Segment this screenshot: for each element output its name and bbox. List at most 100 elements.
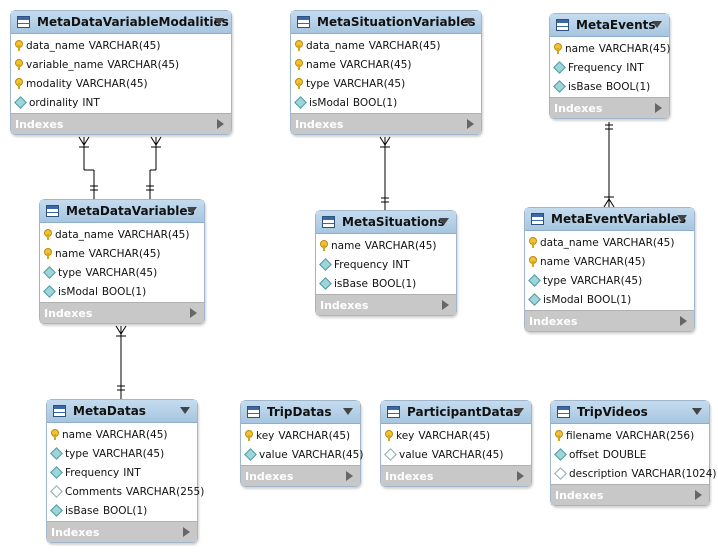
expand-arrow-icon[interactable] xyxy=(346,471,353,481)
column-name: isBase xyxy=(65,504,99,517)
chevron-down-icon[interactable] xyxy=(677,215,687,222)
primary-key-icon xyxy=(555,429,563,442)
connector-segment xyxy=(603,198,610,208)
column-type: VARCHAR(45) xyxy=(602,236,675,249)
table-title: MetaDatas xyxy=(73,404,146,418)
expand-arrow-icon[interactable] xyxy=(467,119,474,129)
expand-arrow-icon[interactable] xyxy=(217,119,224,129)
table-header[interactable]: ParticipantDatas xyxy=(381,401,531,424)
chevron-down-icon[interactable] xyxy=(692,408,702,415)
indexes-label: Indexes xyxy=(51,525,100,539)
indexes-section[interactable]: Indexes xyxy=(551,484,709,505)
chevron-down-icon[interactable] xyxy=(652,21,662,28)
column-icon xyxy=(43,266,56,279)
table-header[interactable]: MetaDataVariableModalities xyxy=(11,11,231,34)
table-header[interactable]: MetaEventVariables xyxy=(525,208,694,231)
indexes-label: Indexes xyxy=(555,488,604,502)
expand-arrow-icon[interactable] xyxy=(183,527,190,537)
expand-arrow-icon[interactable] xyxy=(655,103,662,113)
chevron-down-icon[interactable] xyxy=(464,18,474,25)
table-icon xyxy=(46,205,59,217)
chevron-down-icon[interactable] xyxy=(439,218,449,225)
indexes-section[interactable]: Indexes xyxy=(316,294,456,315)
table-header[interactable]: TripDatas xyxy=(241,401,360,424)
table-header[interactable]: MetaDatas xyxy=(47,400,197,423)
chevron-down-icon[interactable] xyxy=(343,408,353,415)
indexes-section[interactable]: Indexes xyxy=(11,113,231,134)
expand-arrow-icon[interactable] xyxy=(680,316,687,326)
indexes-section[interactable]: Indexes xyxy=(381,465,531,486)
table-header[interactable]: MetaSituationVariables xyxy=(291,11,481,34)
indexes-section[interactable]: Indexes xyxy=(550,97,669,118)
indexes-section[interactable]: Indexes xyxy=(525,310,694,331)
column-name: type xyxy=(65,447,89,460)
indexes-section[interactable]: Indexes xyxy=(241,465,360,486)
column-name: value xyxy=(259,448,288,461)
table-header[interactable]: MetaEvents xyxy=(550,14,669,37)
chevron-down-icon[interactable] xyxy=(514,408,524,415)
expand-arrow-icon[interactable] xyxy=(517,471,524,481)
indexes-section[interactable]: Indexes xyxy=(47,521,197,542)
chevron-down-icon[interactable] xyxy=(214,18,224,25)
indexes-label: Indexes xyxy=(320,298,369,312)
expand-arrow-icon[interactable] xyxy=(442,300,449,310)
table-header[interactable]: MetaSituations xyxy=(316,211,456,234)
chevron-down-icon[interactable] xyxy=(187,207,197,214)
table-title: MetaSituations xyxy=(342,215,445,229)
column-type: INT xyxy=(392,258,410,271)
indexes-section[interactable]: Indexes xyxy=(291,113,481,134)
chevron-down-icon[interactable] xyxy=(180,407,190,414)
expand-arrow-icon[interactable] xyxy=(695,490,702,500)
table-header[interactable]: MetaDataVariables xyxy=(40,200,204,223)
expand-arrow-icon[interactable] xyxy=(190,308,197,318)
nullable-column-icon xyxy=(554,467,567,480)
indexes-section[interactable]: Indexes xyxy=(40,302,204,323)
table-header[interactable]: TripVideos xyxy=(551,401,709,424)
